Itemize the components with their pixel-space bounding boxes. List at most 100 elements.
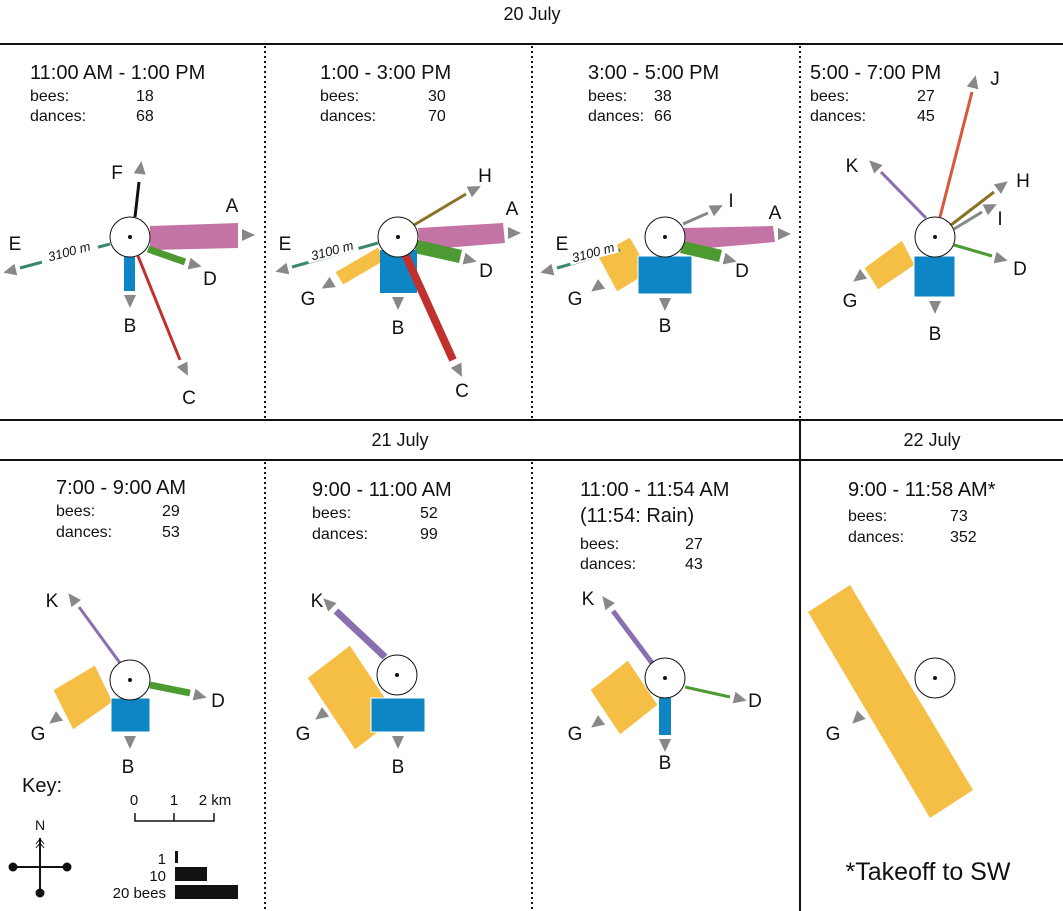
site-label: B xyxy=(929,324,942,345)
panel-7-header: 11:00 - 11:54 AM (11:54: Rain) bees: 27 … xyxy=(580,479,729,573)
ray-D xyxy=(680,241,722,262)
dances-label: dances: xyxy=(320,108,376,125)
bees-value: 29 xyxy=(162,503,180,520)
panel-8-header: 9:00 - 11:58 AM* bees: 73 dances: 352 xyxy=(848,479,996,546)
scale-tick: 2 km xyxy=(199,792,232,809)
site-label: A xyxy=(769,203,782,224)
bees-label: bees: xyxy=(848,508,887,525)
arrow-icon xyxy=(321,276,336,289)
day-header-22-july: 22 July xyxy=(903,430,960,450)
bee-scale-bar-10 xyxy=(175,867,207,881)
panel-3-header: 3:00 - 5:00 PM bees: 38 dances: 66 xyxy=(588,62,719,125)
site-label: D xyxy=(1013,259,1027,280)
panel-title: 3:00 - 5:00 PM xyxy=(588,62,719,84)
ray-C xyxy=(136,255,182,361)
bee-scale-label: 1 xyxy=(158,851,166,868)
panel-title: 9:00 - 11:58 AM* xyxy=(848,479,996,501)
site-label: B xyxy=(124,316,137,337)
ray-A xyxy=(418,223,505,250)
dances-label: dances: xyxy=(580,556,636,573)
site-label: B xyxy=(659,316,672,337)
panel-8-dance-map: G *Takeoff to SW xyxy=(808,585,1011,886)
site-label: H xyxy=(478,166,492,187)
ray-K xyxy=(77,606,122,664)
ray-C xyxy=(401,252,457,362)
bee-scale-bar-20 xyxy=(175,885,238,899)
site-label: G xyxy=(31,724,46,745)
site-label: G xyxy=(301,289,316,310)
distance-label: 3100 m xyxy=(309,238,355,264)
arrow-icon xyxy=(450,362,462,377)
panel-5-header: 7:00 - 9:00 AM bees: 29 dances: 53 xyxy=(56,477,186,541)
ray-B xyxy=(370,697,426,733)
panel-5-dance-map: K D B G xyxy=(31,591,225,778)
site-label: K xyxy=(311,591,324,612)
arrow-icon xyxy=(540,263,555,276)
dances-value: 45 xyxy=(917,108,935,125)
site-label: D xyxy=(735,261,749,282)
arrow-icon xyxy=(3,263,18,276)
ray-B xyxy=(659,698,671,735)
ray-K xyxy=(879,170,928,220)
arrow-icon xyxy=(192,688,207,701)
ray-D xyxy=(684,685,731,699)
dances-value: 53 xyxy=(162,524,180,541)
dances-value: 70 xyxy=(428,108,446,125)
ray-A xyxy=(150,223,238,250)
ray-J xyxy=(938,91,974,218)
bees-label: bees: xyxy=(810,88,849,105)
bees-value: 27 xyxy=(917,88,935,105)
ray-G xyxy=(808,585,973,818)
site-label: B xyxy=(122,757,135,778)
site-label: E xyxy=(9,234,22,255)
ray-B xyxy=(124,257,135,291)
arrow-icon xyxy=(722,252,737,265)
dances-value: 352 xyxy=(950,529,977,546)
panel-4-header: 5:00 - 7:00 PM bees: 27 dances: 45 xyxy=(810,62,941,125)
ray-F xyxy=(133,181,141,218)
ray-D xyxy=(149,681,191,697)
bees-value: 30 xyxy=(428,88,446,105)
arrow-icon xyxy=(853,269,868,282)
arrow-icon xyxy=(462,252,477,265)
panel-title: 1:00 - 3:00 PM xyxy=(320,62,451,84)
ray-G xyxy=(863,239,916,291)
arrow-icon xyxy=(275,262,290,275)
arrow-icon xyxy=(852,710,866,724)
bees-value: 27 xyxy=(685,536,703,553)
site-label: J xyxy=(990,69,1000,90)
bees-label: bees: xyxy=(56,503,95,520)
ray-G xyxy=(589,659,659,736)
arrow-icon xyxy=(993,181,1008,194)
ray-H xyxy=(950,190,995,227)
arrow-icon xyxy=(993,251,1008,264)
day-header-20-july: 20 July xyxy=(503,4,560,24)
arrow-icon xyxy=(602,596,615,611)
panel-7-dance-map: K D B G xyxy=(568,589,762,774)
site-label: D xyxy=(211,691,225,712)
panel-6-dance-map: K B G xyxy=(296,591,426,778)
bees-value: 38 xyxy=(654,88,672,105)
bee-scale-label: 10 xyxy=(149,868,166,885)
ray-D xyxy=(414,240,462,263)
dances-label: dances: xyxy=(848,529,904,546)
site-label: E xyxy=(556,234,569,255)
scale-tick: 0 xyxy=(130,792,138,809)
site-label: I xyxy=(728,191,733,212)
site-label: G xyxy=(568,289,583,310)
ray-K xyxy=(333,608,388,660)
site-label: B xyxy=(392,318,405,339)
dances-label: dances: xyxy=(810,108,866,125)
panel-4-dance-map: J K H I D B G xyxy=(843,69,1030,345)
bee-scale-bar-1 xyxy=(175,851,178,863)
arrow-icon xyxy=(966,75,979,90)
arrow-icon xyxy=(869,160,883,174)
compass-icon xyxy=(8,838,72,898)
panel-title: 5:00 - 7:00 PM xyxy=(810,62,941,84)
ray-I xyxy=(953,210,983,231)
site-label: A xyxy=(226,196,239,217)
ray-D xyxy=(146,245,187,266)
ray-I xyxy=(682,211,709,226)
bees-label: bees: xyxy=(30,88,69,105)
panel-title: 9:00 - 11:00 AM xyxy=(312,479,452,501)
